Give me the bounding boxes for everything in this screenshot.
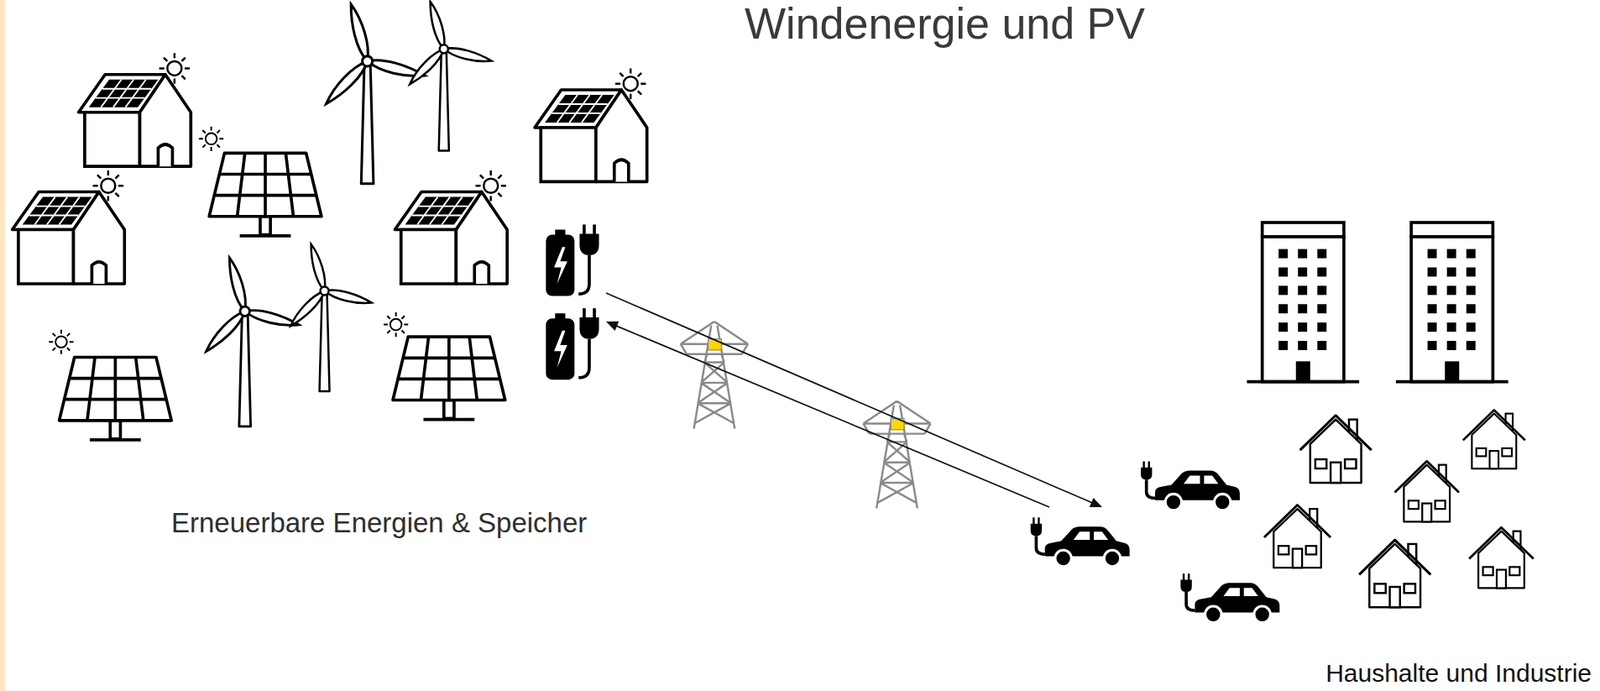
electric-car	[1030, 517, 1130, 566]
group-region: Haushalte und Industrie	[1032, 507, 1600, 691]
house	[1394, 460, 1459, 522]
power-pylon	[680, 321, 748, 429]
solar-panel	[209, 152, 322, 236]
electric-car	[1180, 573, 1280, 623]
office-building	[1246, 222, 1360, 382]
arrow-head	[1089, 497, 1103, 508]
power-pylon	[862, 401, 931, 509]
sun	[383, 312, 408, 337]
solar-house	[78, 52, 192, 167]
group-label: Haushalte und Industrie	[1325, 658, 1592, 689]
arrow-line	[606, 292, 1093, 503]
group-label: Erneuerbare Energien & Speicher	[171, 507, 587, 539]
solar-panel	[59, 356, 173, 440]
house	[1359, 539, 1431, 607]
wind-turbine	[202, 256, 300, 427]
energy-flow-arrow	[606, 321, 1050, 508]
sun	[198, 126, 224, 152]
energy-flow-arrow	[606, 292, 1103, 508]
sun	[48, 329, 74, 355]
wind-turbine	[322, 2, 427, 184]
battery-charger	[545, 308, 599, 380]
page-title: Windenergie und PV	[744, 0, 1146, 48]
edge-stripe	[0, 0, 6, 691]
arrow-line	[615, 325, 1050, 508]
wind-turbine	[406, 0, 493, 152]
solar-house	[12, 170, 126, 284]
electric-car	[1140, 460, 1240, 510]
house	[1300, 415, 1372, 483]
house	[1463, 409, 1526, 469]
office-building	[1396, 222, 1509, 382]
battery-charger	[545, 224, 599, 296]
wind-turbine	[287, 242, 372, 392]
arrow-head	[606, 321, 619, 331]
solar-house	[394, 170, 508, 284]
solar-house	[534, 67, 648, 182]
solar-panel	[392, 336, 506, 419]
group-region: Erneuerbare Energien & Speicher	[0, 0, 607, 555]
house	[1469, 527, 1534, 588]
house	[1264, 505, 1331, 569]
